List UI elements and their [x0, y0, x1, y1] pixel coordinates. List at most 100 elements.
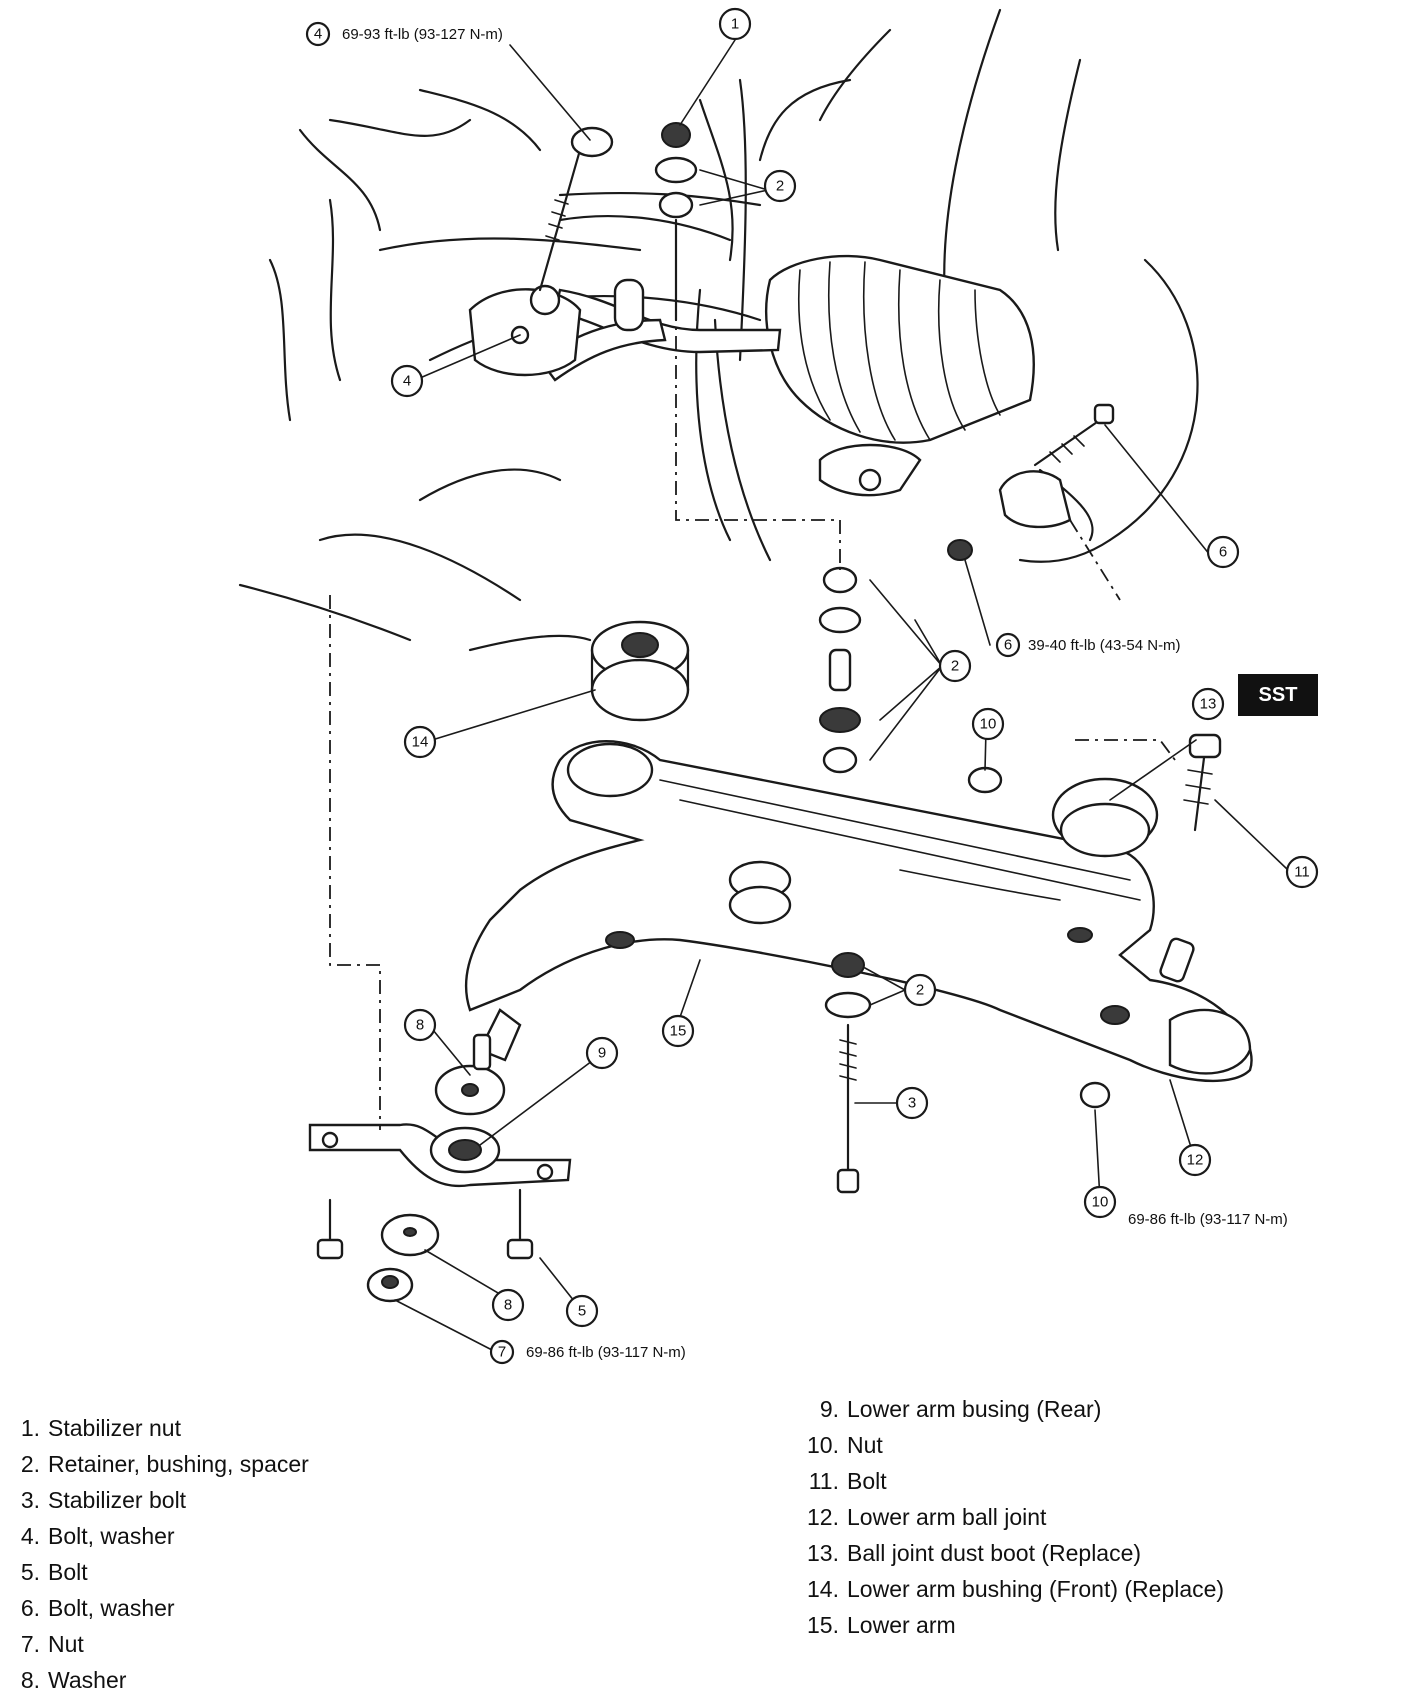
legend-item-label: Lower arm bushing (Front) (Replace)	[847, 1576, 1225, 1602]
callout-12-label: 12	[1187, 1152, 1204, 1169]
legend-item-number: 2.	[20, 1451, 40, 1477]
torque-label-lower-arm-nut: 7 69-86 ft-lb (93-117 N-m)	[489, 1339, 686, 1365]
suspension-exploded-diagram: 1 2 4 6 2 10 13 11 14 15 2 3 8 9 12 10 5…	[238, 7, 1319, 1365]
callout-2b: 2	[938, 649, 972, 683]
cv-joint-boot	[765, 254, 1035, 497]
callout-9-label: 9	[598, 1045, 606, 1062]
legend-item-number: 6.	[20, 1595, 40, 1621]
leader-lines	[394, 39, 1289, 1351]
torque-4-number: 4	[314, 26, 322, 43]
legend-item-number: 12.	[807, 1504, 839, 1530]
sst-badge: SST	[1238, 674, 1318, 716]
callout-3-label: 3	[908, 1095, 916, 1112]
sst-label: SST	[1259, 684, 1298, 706]
lower-hardware	[316, 1188, 534, 1303]
legend-item-label: Ball joint dust boot (Replace)	[847, 1540, 1142, 1566]
legend-item: 10.Nut	[795, 1427, 1224, 1463]
callout-13: 13	[1191, 687, 1225, 721]
legend-item: 11.Bolt	[795, 1463, 1224, 1499]
legend-item: 13. Ball joint dust boot (Replace)	[795, 1535, 1224, 1571]
legend-item-number: 10.	[807, 1432, 839, 1458]
callout-10a-label: 10	[980, 716, 997, 733]
legend-item-label: Lower arm busing (Rear)	[847, 1396, 1102, 1422]
legend-item: 9. Lower arm busing (Rear)	[795, 1391, 1224, 1427]
legend-item: 14. Lower arm bushing (Front) (Replace)	[795, 1571, 1224, 1607]
legend-item-label: Bolt	[48, 1559, 88, 1585]
callout-12: 12	[1178, 1143, 1212, 1177]
stabilizer-upper-stack	[654, 122, 698, 322]
legend-item-number: 5.	[20, 1559, 40, 1585]
legend-item: 15. Lower arm	[795, 1607, 1224, 1643]
stabilizer-bracket	[468, 126, 614, 377]
torque-stabilizer-text: 69-93 ft-lb (93-127 N-m)	[342, 26, 503, 43]
legend-item-label: Bolt, washer	[48, 1523, 175, 1549]
legend-item-number: 4.	[20, 1523, 40, 1549]
torque-label-stabilizer: 4 69-93 ft-lb (93-127 N-m)	[305, 21, 503, 47]
callout-8b: 8	[491, 1288, 525, 1322]
callout-1-label: 1	[731, 16, 739, 33]
torque-lower-arm-rear-text: 69-86 ft-lb (93-117 N-m)	[1128, 1211, 1288, 1228]
legend-item: 4. Bolt, washer	[8, 1518, 309, 1554]
legend-item: 2. Retainer, bushing, spacer	[8, 1446, 309, 1482]
callout-8b-label: 8	[504, 1297, 512, 1314]
legend-item-label: Stabilizer nut	[48, 1415, 181, 1441]
legend-item-number: 1.	[20, 1415, 40, 1441]
callout-2c-label: 2	[916, 982, 924, 999]
legend-item-label: Nut	[48, 1631, 84, 1657]
legend-item-number: 7.	[20, 1631, 40, 1657]
callout-10b-label: 10	[1092, 1194, 1109, 1211]
legend-item-label: Lower arm ball joint	[847, 1504, 1047, 1530]
legend-item: 12. Lower arm ball joint	[795, 1499, 1224, 1535]
torque-7-number: 7	[498, 1344, 506, 1361]
callout-15: 15	[661, 1014, 695, 1048]
legend-item-label: Bolt	[847, 1468, 887, 1494]
legend-item-number: 9.	[819, 1396, 839, 1422]
torque-ball-joint-text: 39-40 ft-lb (43-54 N-m)	[1028, 637, 1181, 654]
stabilizer-bar	[538, 278, 782, 382]
legend-item-number: 15.	[807, 1612, 839, 1638]
legend-item: 1. Stabilizer nut	[8, 1410, 309, 1446]
legend-item-number: 8.	[20, 1667, 40, 1693]
callout-4a-label: 4	[403, 373, 411, 390]
callout-2a-label: 2	[776, 178, 784, 195]
torque-label-ball-joint: 6 39-40 ft-lb (43-54 N-m)	[995, 632, 1181, 658]
legend-item-label: Lower arm	[847, 1612, 956, 1638]
torque-label-lower-arm-rear: 69-86 ft-lb (93-117 N-m)	[1128, 1211, 1288, 1228]
stabilizer-link-stack	[818, 566, 862, 774]
callout-1: 1	[718, 7, 752, 41]
callout-9: 9	[585, 1036, 619, 1070]
callout-4a: 4	[390, 364, 424, 398]
torque-lower-arm-nut-text: 69-86 ft-lb (93-117 N-m)	[526, 1344, 686, 1361]
callout-11: 11	[1285, 855, 1319, 889]
callout-5: 5	[565, 1294, 599, 1328]
callout-8a: 8	[403, 1008, 437, 1042]
legend-item-label: Bolt, washer	[48, 1595, 175, 1621]
legend-item-label: Stabilizer bolt	[48, 1487, 187, 1513]
legend-item: 7. Nut	[8, 1626, 309, 1662]
callout-8a-label: 8	[416, 1017, 424, 1034]
legend-item-number: 13.	[807, 1540, 839, 1566]
legend-item: 8. Washer	[8, 1662, 309, 1698]
parts-legend-left: 1. Stabilizer nut 2. Retainer, bushing, spa…	[8, 1410, 309, 1698]
callout-13-label: 13	[1200, 696, 1217, 713]
legend-item-number: 14.	[807, 1576, 839, 1602]
lower-arm	[464, 740, 1253, 1083]
ball-joint-hardware	[947, 403, 1222, 1109]
callout-14: 14	[403, 725, 437, 759]
legend-item-label: Retainer, bushing, spacer	[48, 1451, 309, 1477]
rear-bushing-bracket	[308, 1033, 572, 1188]
legend-item-label: Washer	[48, 1667, 127, 1693]
callout-3: 3	[895, 1086, 929, 1120]
callout-10b: 10	[1083, 1185, 1117, 1219]
callout-2b-label: 2	[951, 658, 959, 675]
callout-14-label: 14	[412, 734, 429, 751]
callout-6a-label: 6	[1219, 544, 1227, 561]
callout-11-label: 11	[1294, 864, 1310, 881]
legend-item: 6. Bolt, washer	[8, 1590, 309, 1626]
alignment-lines	[329, 220, 1176, 1130]
callout-15-label: 15	[670, 1023, 687, 1040]
callout-6a: 6	[1206, 535, 1240, 569]
callout-2a: 2	[763, 169, 797, 203]
callout-2c: 2	[903, 973, 937, 1007]
